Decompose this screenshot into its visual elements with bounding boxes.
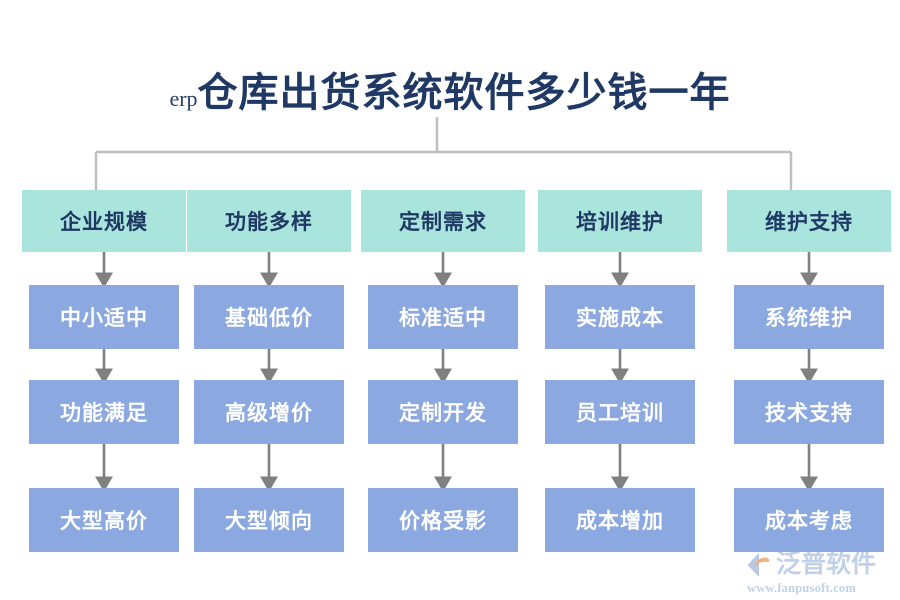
node-box[interactable]: 大型高价 — [29, 488, 179, 552]
node-box[interactable]: 实施成本 — [545, 285, 695, 349]
node-box[interactable]: 技术支持 — [734, 380, 884, 444]
title-latin-prefix: erp — [169, 86, 198, 111]
node-box[interactable]: 系统维护 — [734, 285, 884, 349]
node-box[interactable]: 员工培训 — [545, 380, 695, 444]
column-header-box[interactable]: 定制需求 — [361, 190, 525, 252]
node-box[interactable]: 大型倾向 — [194, 488, 344, 552]
node-box[interactable]: 功能满足 — [29, 380, 179, 444]
node-box[interactable]: 基础低价 — [194, 285, 344, 349]
node-box[interactable]: 标准适中 — [368, 285, 518, 349]
watermark-logo: 泛普软件 www.fanpusoft.com — [745, 550, 897, 596]
column-header-box[interactable]: 功能多样 — [187, 190, 351, 252]
node-box[interactable]: 高级增价 — [194, 380, 344, 444]
page-title: erp仓库出货系统软件多少钱一年 — [0, 60, 900, 118]
node-box[interactable]: 中小适中 — [29, 285, 179, 349]
column-header-box[interactable]: 维护支持 — [727, 190, 891, 252]
title-cjk-text: 仓库出货系统软件多少钱一年 — [197, 70, 731, 115]
logo-brand-text: 泛普软件 — [776, 551, 877, 578]
logo-url-text: www.fanpusoft.com — [747, 581, 856, 595]
node-box[interactable]: 定制开发 — [368, 380, 518, 444]
logo-row: 泛普软件 — [745, 550, 897, 580]
fanpu-f-swoosh-icon — [745, 551, 773, 579]
node-box[interactable]: 成本增加 — [545, 488, 695, 552]
node-box[interactable]: 价格受影 — [368, 488, 518, 552]
node-box[interactable]: 成本考虑 — [734, 488, 884, 552]
column-header-box[interactable]: 培训维护 — [538, 190, 702, 252]
column-header-box[interactable]: 企业规模 — [22, 190, 186, 252]
